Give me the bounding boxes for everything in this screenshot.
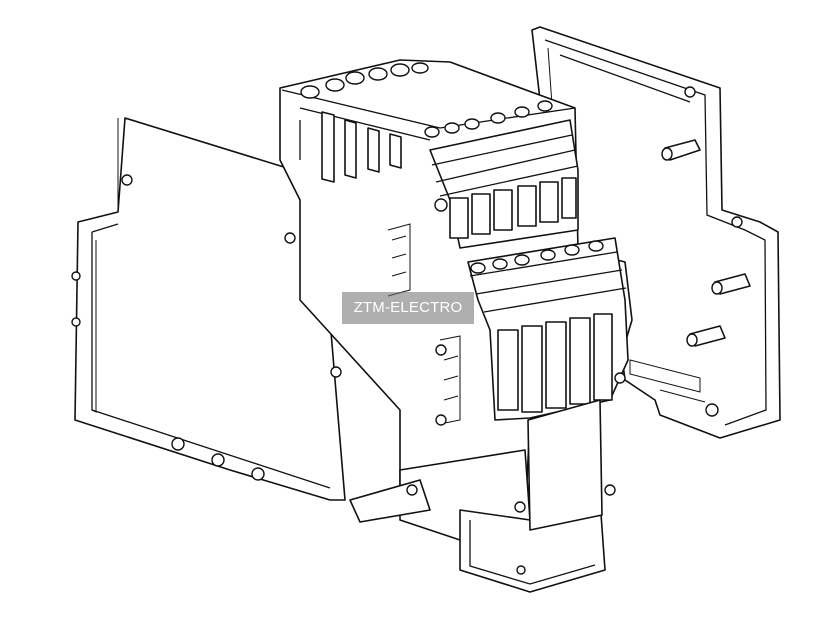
mounting-hole (211, 453, 225, 467)
mounting-hole (251, 467, 265, 481)
mounting-hole (121, 174, 133, 186)
mounting-hole (71, 317, 81, 327)
lower-terminal-screws (497, 313, 613, 413)
mounting-hole (171, 437, 185, 451)
watermark-background (342, 292, 474, 324)
upper-terminal-screws (449, 177, 577, 239)
mounting-hole (684, 86, 696, 98)
mounting-hole (705, 403, 719, 417)
mounting-hole (71, 271, 81, 281)
din-rail-foot (349, 399, 616, 593)
watermark-text: ZTM-ELECTRO (353, 299, 463, 316)
mounting-hole (731, 216, 743, 228)
module-housing (279, 59, 633, 521)
